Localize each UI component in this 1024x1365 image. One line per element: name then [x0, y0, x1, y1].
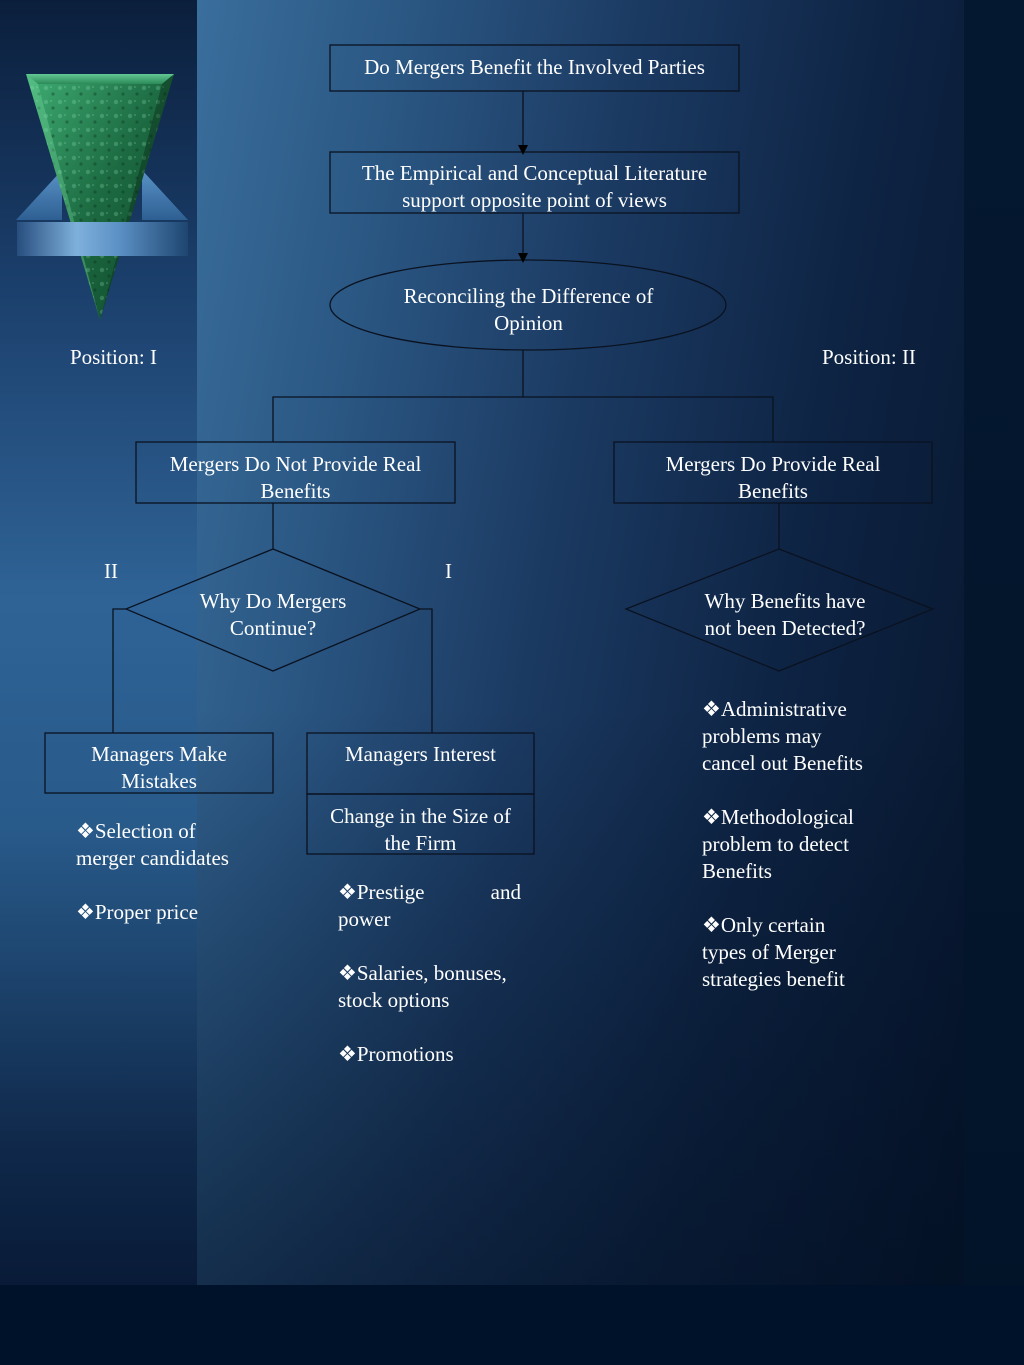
literature-text: The Empirical and Conceptual Literature …	[330, 160, 739, 214]
list-item: ❖Prestige and power	[338, 879, 521, 933]
bullet-text: types of Merger	[702, 940, 836, 964]
diamond-to-interest-connector	[420, 608, 433, 733]
list-item: ❖Methodological problem to detect Benefi…	[702, 804, 922, 885]
bullet-text: stock options	[338, 988, 450, 1012]
diamond-bullet-icon: ❖	[702, 805, 721, 829]
bullet-text: Only certain	[720, 913, 826, 937]
why-not-detected-line-1: Why Benefits have	[704, 589, 866, 613]
bullet-text: Salaries, bonuses,	[356, 961, 507, 985]
bullet-text: Proper price	[94, 900, 199, 924]
root-question-text: Do Mergers Benefit the Involved Parties	[364, 55, 705, 79]
no-benefit-line-1: Mergers Do Not Provide Real	[169, 452, 422, 476]
bullet-text: strategies benefit	[702, 967, 845, 991]
list-item: ❖Proper price	[76, 899, 276, 926]
reconcile-line-1: Reconciling the Difference of	[403, 284, 654, 308]
diamond-bullet-icon: ❖	[702, 913, 721, 937]
root-question-box	[329, 44, 740, 92]
size-change-box	[306, 793, 535, 855]
branch-label-ii: II	[104, 559, 118, 583]
bullet-text: problems may	[702, 724, 822, 748]
do-benefit-line-1: Mergers Do Provide Real	[665, 452, 881, 476]
bullet-text: Administrative	[720, 697, 847, 721]
position-left-label: Position: I	[70, 345, 157, 369]
no-benefit-box	[135, 441, 456, 504]
diamond-bullet-icon: ❖	[338, 961, 357, 985]
branch-bar-connector	[272, 396, 774, 442]
bottom-edge-background	[0, 1285, 1024, 1365]
list-item: ❖Only certain types of Merger strategies…	[702, 912, 922, 993]
list-item: ❖Promotions	[338, 1041, 521, 1068]
do-benefit-line-2: Benefits	[738, 479, 808, 503]
diamond-bullet-icon: ❖	[338, 1042, 357, 1066]
why-not-detected-diamond	[624, 548, 935, 672]
why-not-detected-line-2: not been Detected?	[704, 616, 866, 640]
managers-mistakes-text: Managers Make Mistakes	[45, 741, 273, 795]
bullet-text: Benefits	[702, 859, 772, 883]
managers-interest-text: Managers Interest	[344, 742, 497, 766]
no-benefit-text: Mergers Do Not Provide Real Benefits	[136, 451, 455, 505]
branch-label-i: I	[445, 559, 452, 583]
bullet-text: cancel out Benefits	[702, 751, 863, 775]
size-change-line-2: the Firm	[384, 831, 457, 855]
no-benefit-line-2: Benefits	[260, 479, 331, 503]
list-item: ❖Administrative problems may cancel out …	[702, 696, 922, 777]
managers-mistakes-line-2: Mistakes	[121, 769, 197, 793]
bullet-text: Methodological	[720, 805, 854, 829]
literature-line-1: The Empirical and Conceptual Literature	[361, 161, 708, 185]
bullet-text: problem to detect	[702, 832, 849, 856]
mistakes-bullet-list: ❖Selection of merger candidates ❖Proper …	[76, 818, 276, 926]
bullet-text: merger candidates	[76, 846, 229, 870]
list-item: ❖Salaries, bonuses, stock options	[338, 960, 521, 1014]
reconcile-line-2: Opinion	[494, 311, 563, 335]
bullet-text: Selection of	[94, 819, 196, 843]
list-item: ❖Selection of merger candidates	[76, 818, 276, 872]
diamond-bullet-icon: ❖	[338, 880, 357, 904]
reconcile-text: Reconciling the Difference of Opinion	[330, 283, 727, 337]
why-continue-line-2: Continue?	[229, 616, 317, 640]
diamond-bullet-icon: ❖	[76, 900, 95, 924]
size-change-line-1: Change in the Size of	[330, 804, 511, 828]
bullet-text: Promotions	[356, 1042, 454, 1066]
diamond-bullet-icon: ❖	[702, 697, 721, 721]
bullet-text: Prestige	[356, 880, 425, 904]
bullet-text: power	[338, 907, 391, 931]
bullet-text: and	[490, 880, 521, 904]
why-continue-text: Why Do Mergers Continue?	[173, 588, 373, 642]
right-edge-background	[964, 0, 1024, 1365]
reconcile-ellipse	[329, 259, 727, 351]
detected-bullet-list: ❖Administrative problems may cancel out …	[702, 696, 922, 993]
position-right-label: Position: II	[822, 345, 916, 369]
literature-line-2: support opposite point of views	[402, 188, 667, 212]
size-change-text: Change in the Size of the Firm	[307, 803, 534, 857]
diamond-to-mistakes-connector	[112, 608, 126, 733]
managers-mistakes-box	[44, 732, 274, 794]
main-background	[197, 0, 964, 1285]
literature-box	[329, 151, 740, 214]
do-benefit-text: Mergers Do Provide Real Benefits	[614, 451, 932, 505]
diamond-bullet-icon: ❖	[76, 819, 95, 843]
green-inverted-pyramid-icon	[16, 74, 188, 320]
why-continue-line-1: Why Do Mergers	[199, 589, 347, 613]
managers-mistakes-line-1: Managers Make	[91, 742, 227, 766]
why-not-detected-text: Why Benefits have not been Detected?	[675, 588, 895, 642]
